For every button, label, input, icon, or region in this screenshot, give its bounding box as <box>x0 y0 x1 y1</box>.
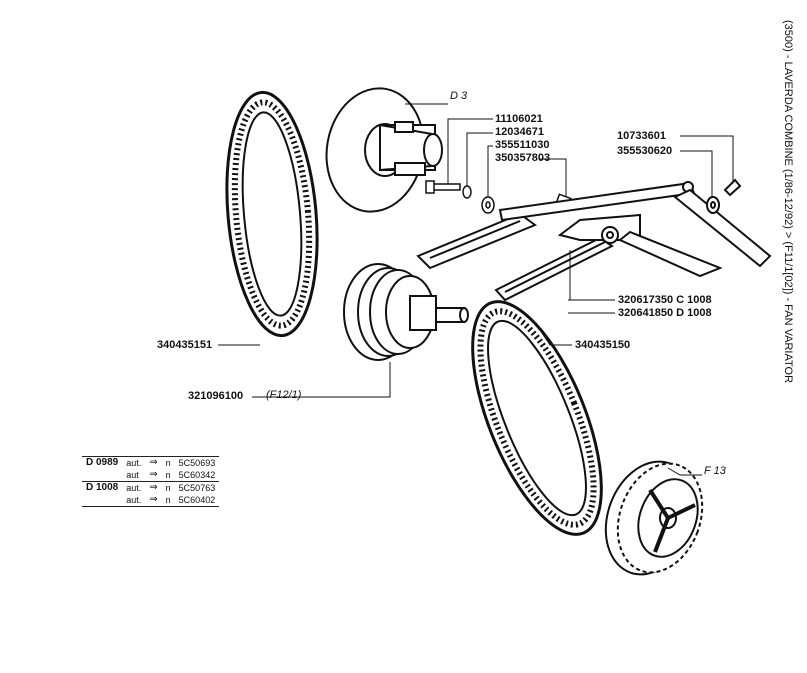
page-title: (3500) - LAVERDA COMBINE (1/86-12/92) > … <box>782 20 794 384</box>
serial-value: 5C50763 <box>174 481 220 494</box>
table-row: aut ⇒ n 5C60342 <box>82 469 219 482</box>
table-row: D 0989 aut. ⇒ n 5C50693 <box>82 457 219 470</box>
part-355530620[interactable]: 355530620 <box>617 145 673 157</box>
label-f13: F 13 <box>704 465 726 477</box>
part-321096100[interactable]: 321096100 <box>188 390 244 402</box>
part-320641850[interactable]: 320641850 D 1008 <box>618 307 712 319</box>
arrow-icon: ⇒ <box>149 469 158 480</box>
link-rod <box>618 178 772 278</box>
note: aut. <box>126 458 142 468</box>
arrow-icon: ⇒ <box>149 494 158 505</box>
n-label: n <box>165 495 171 505</box>
pulley-f13 <box>604 460 704 576</box>
model-spacer <box>82 469 122 482</box>
n-label: n <box>165 470 171 480</box>
model-spacer <box>82 494 122 507</box>
serial-value: 5C60342 <box>178 470 216 480</box>
model-d1008: D 1008 <box>82 481 123 494</box>
part-350357803[interactable]: 350357803 <box>495 152 551 164</box>
pulley-disc-d3 <box>325 87 443 213</box>
part-340435151[interactable]: 340435151 <box>157 339 213 351</box>
label-f12-1: (F12/1) <box>266 389 302 401</box>
pulley-hub-321096100 <box>343 263 469 361</box>
n-label: n <box>161 481 175 494</box>
note: aut. <box>122 481 146 494</box>
variator-arm-assembly <box>416 181 696 302</box>
table-row: D 1008 aut. ⇒ n 5C50763 <box>82 481 220 494</box>
part-12034671[interactable]: 12034671 <box>495 126 544 138</box>
serial-value: 5C60402 <box>178 495 216 505</box>
arrow-icon: ⇒ <box>145 481 162 494</box>
part-355511030[interactable]: 355511030 <box>495 139 550 151</box>
part-340435150[interactable]: 340435150 <box>575 339 631 351</box>
belt-340435151 <box>225 90 319 338</box>
part-10733601[interactable]: 10733601 <box>617 130 666 142</box>
arrow-icon: ⇒ <box>149 457 158 468</box>
part-320617350[interactable]: 320617350 C 1008 <box>618 294 712 306</box>
label-d3: D 3 <box>450 90 468 102</box>
table-row: aut. ⇒ n 5C60402 <box>82 494 219 507</box>
serial-number-table: D 0989 aut. ⇒ n 5C50693 aut ⇒ n 5C60342 … <box>82 456 220 507</box>
note: aut <box>126 470 139 480</box>
model-d0989: D 0989 <box>86 457 119 468</box>
leader-lines <box>218 103 734 476</box>
belt-340435150 <box>471 300 603 536</box>
n-label: n <box>165 458 171 468</box>
note: aut. <box>126 495 142 505</box>
serial-value: 5C50693 <box>178 458 216 468</box>
part-11106021[interactable]: 11106021 <box>495 113 543 125</box>
